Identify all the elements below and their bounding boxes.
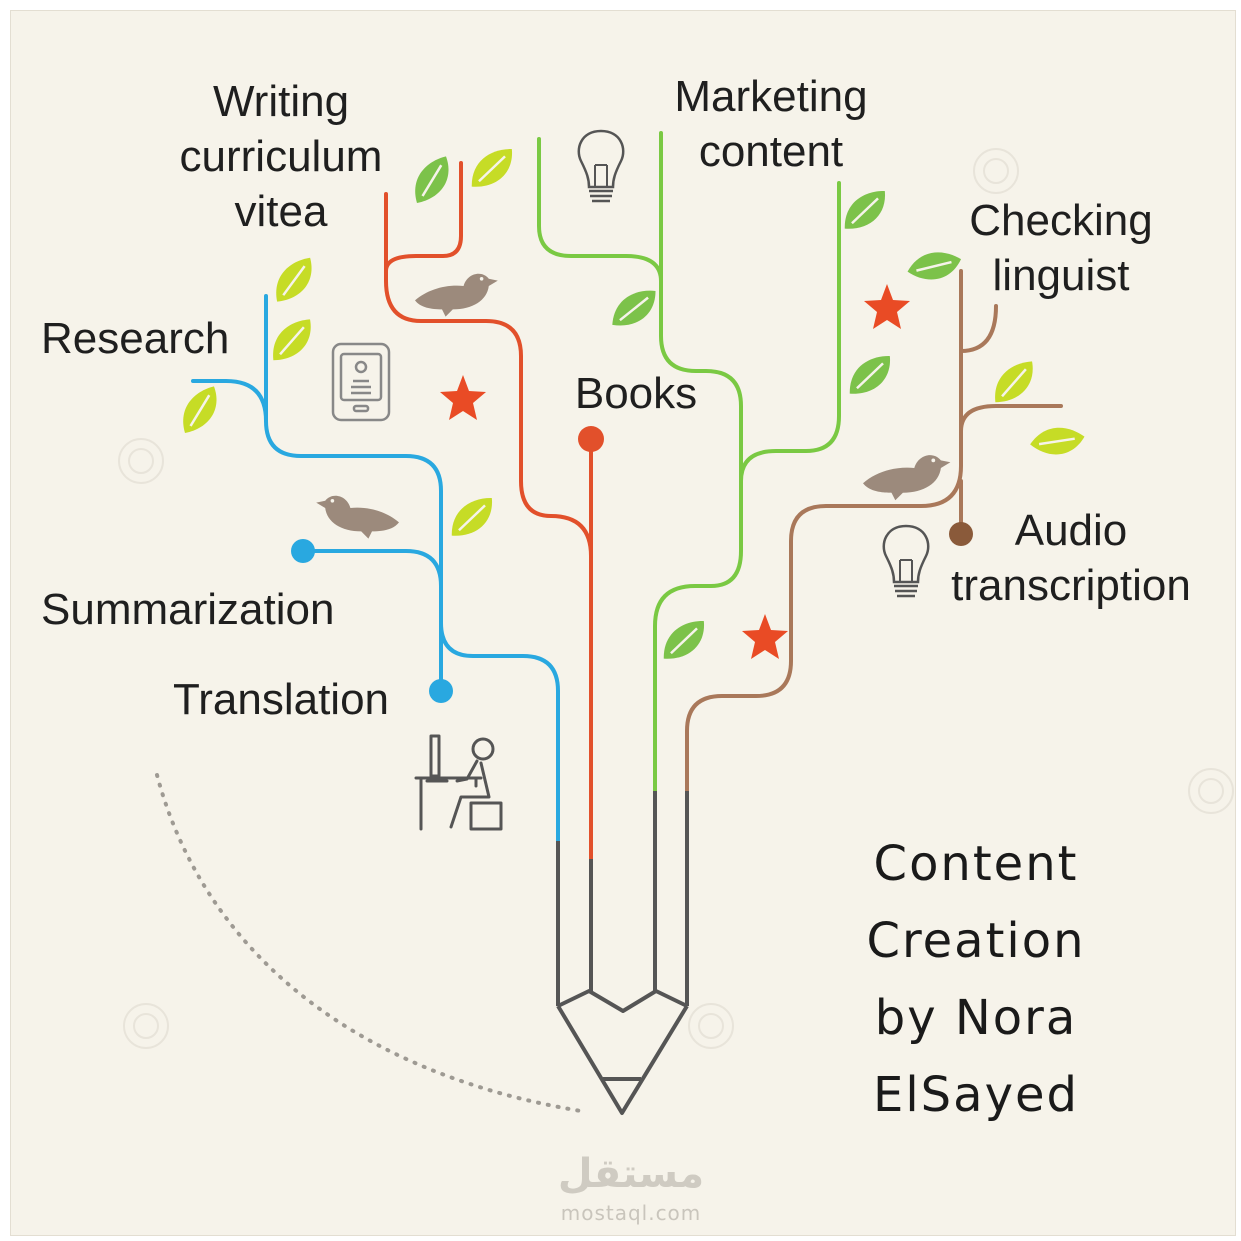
summarization-dot <box>291 539 315 563</box>
watermark-swirls <box>118 148 1234 1049</box>
label-books: Books <box>574 369 698 418</box>
books-dot <box>578 426 604 452</box>
label-summarization: Summarization <box>41 585 335 634</box>
diagram-canvas: Writing curriculum vitea Marketing conte… <box>10 10 1236 1236</box>
diagram-title: Content Creation by Nora ElSayed <box>866 836 1086 1123</box>
person-at-computer-icon <box>414 734 503 831</box>
label-marketing-content: Marketing content <box>674 72 868 176</box>
watermark-site: mostaql.com <box>560 1201 702 1225</box>
label-translation: Translation <box>172 675 390 724</box>
label-writing-cv: Writing curriculum vitea <box>179 77 383 236</box>
brown-branch <box>685 269 1063 793</box>
label-research: Research <box>41 314 230 363</box>
label-checking-linguist: Checking linguist <box>969 196 1153 300</box>
translation-dot <box>429 679 453 703</box>
red-branch <box>384 161 593 861</box>
tree-artwork <box>118 129 1234 1115</box>
audio-dot <box>949 522 973 546</box>
dotted-arc <box>155 773 583 1113</box>
watermark-logo: مستقل <box>557 1151 705 1197</box>
ebook-reader-icon <box>331 342 391 422</box>
label-audio-transcription: Audio transcription <box>951 506 1191 610</box>
green-branch <box>537 131 841 793</box>
blue-branch <box>191 294 560 843</box>
pencil-icon <box>556 791 689 1115</box>
